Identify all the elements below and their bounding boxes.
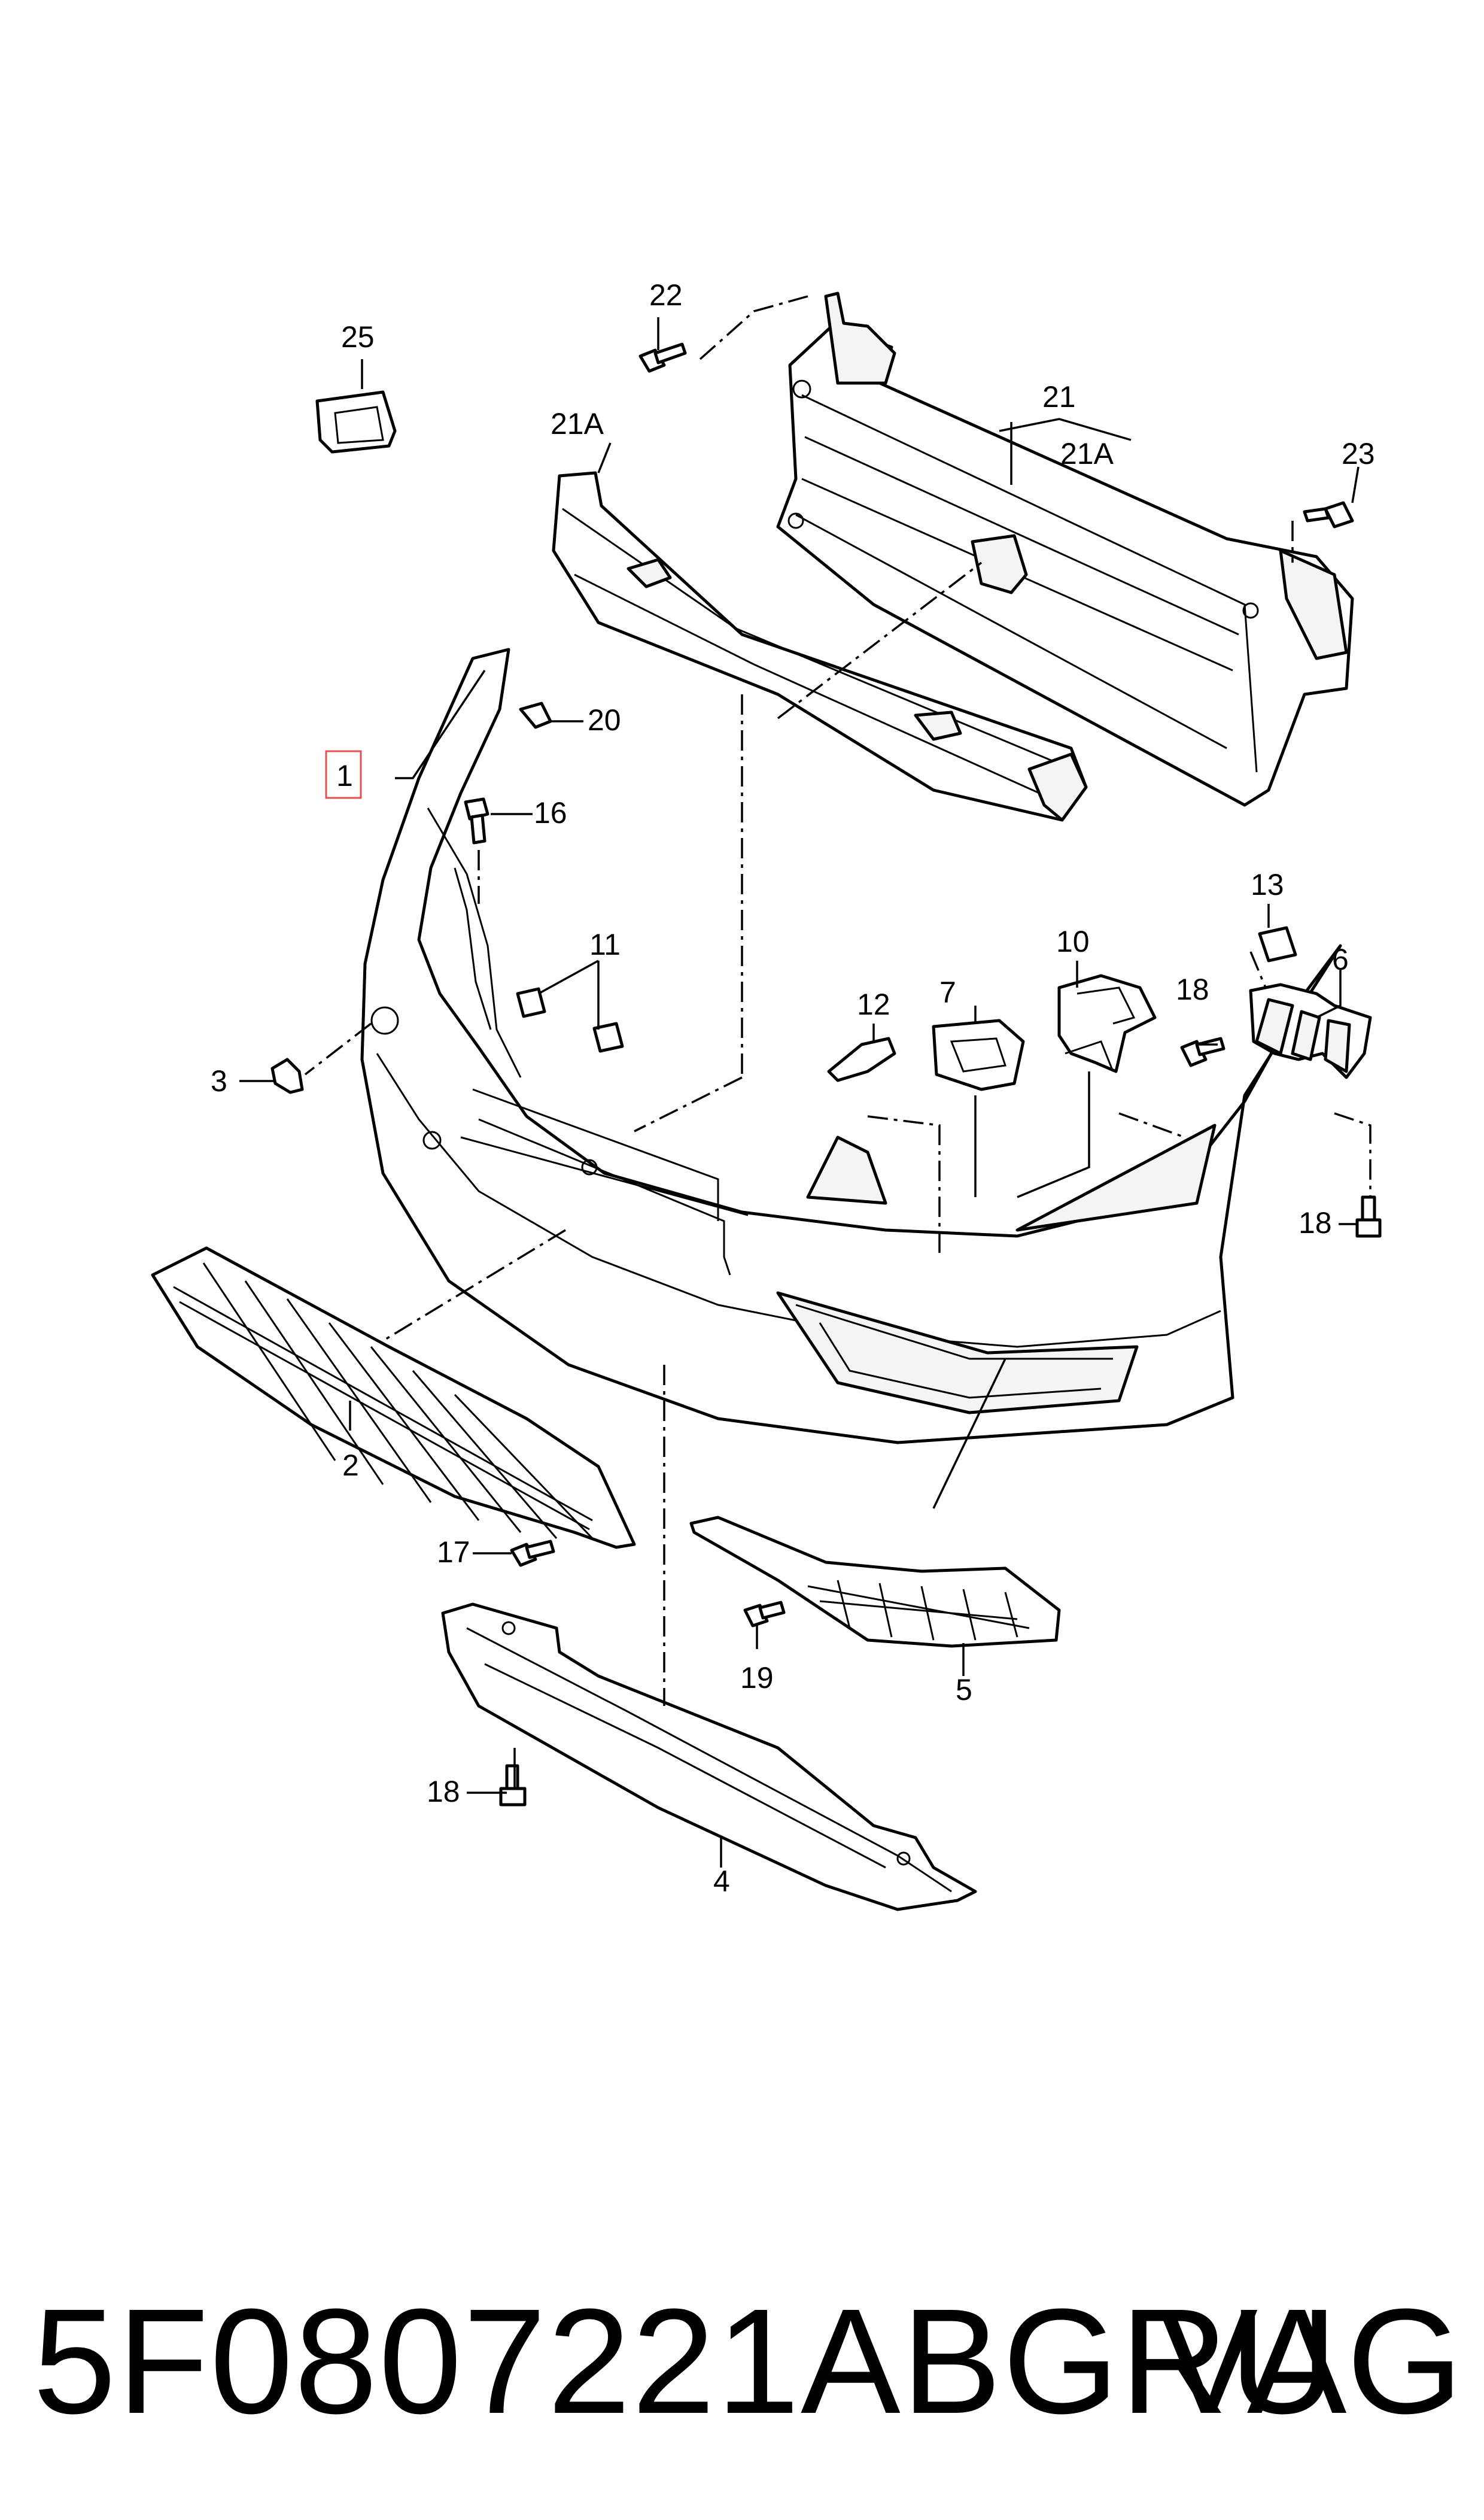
part-4-spoiler — [441, 1602, 977, 1911]
part-12-cap — [827, 1037, 896, 1082]
part-20-clip — [519, 702, 552, 729]
callout-25: 25 — [341, 320, 375, 354]
bolt-17 — [510, 1540, 555, 1567]
callout-12: 12 — [857, 988, 890, 1021]
callout-2: 2 — [342, 1449, 359, 1482]
callout-1: 1 — [336, 759, 353, 793]
part-13-clip — [1258, 926, 1297, 963]
callout-23: 23 — [1342, 437, 1375, 470]
callout-21: 21 — [1042, 380, 1076, 414]
leader-lines — [239, 317, 1360, 1868]
parts-diagram: 1 2 3 4 5 6 7 10 11 12 13 16 17 18 18 18… — [151, 278, 1382, 1911]
callout-21a-left: 21A — [551, 407, 604, 441]
callout-10: 10 — [1056, 925, 1090, 958]
callout-21a-right: 21A — [1060, 437, 1114, 470]
part-3-plug — [270, 1058, 304, 1094]
part-21a-absorber — [552, 471, 1088, 822]
bolt-23 — [1303, 501, 1354, 529]
callout-4: 4 — [713, 1865, 730, 1898]
callout-18-bottom: 18 — [427, 1775, 460, 1808]
part-25-clip — [315, 390, 397, 454]
assembly-lines — [304, 295, 1372, 1706]
callout-17: 17 — [437, 1535, 470, 1569]
callout-22: 22 — [649, 278, 683, 312]
callout-13: 13 — [1251, 868, 1284, 901]
callout-20: 20 — [588, 703, 621, 737]
callout-18-right: 18 — [1298, 1206, 1332, 1240]
footer: 5F0807221ABGRU VAG — [0, 2263, 1484, 2460]
callout-5: 5 — [956, 1673, 972, 1707]
callout-11: 11 — [589, 928, 621, 961]
callout-3: 3 — [211, 1064, 227, 1098]
part-2-lower-grille — [151, 1246, 636, 1549]
part-number: 5F0807221ABGRU — [33, 2278, 1339, 2445]
part-1-highlight-box — [325, 750, 362, 799]
brand-label: VAG — [1158, 2278, 1463, 2445]
callout-6: 6 — [1332, 943, 1349, 976]
bolt-22 — [638, 342, 687, 373]
bolt-19 — [743, 1601, 786, 1628]
callout-7: 7 — [939, 976, 956, 1009]
bolt-18-bottom — [499, 1764, 527, 1806]
part-7-cover — [932, 1019, 1025, 1091]
part-1-bumper-cover — [360, 648, 1342, 1444]
part-5-fog-grille — [689, 1516, 1061, 1648]
part-6-bracket — [1249, 983, 1372, 1079]
bolt-16 — [464, 797, 489, 845]
part-10-bracket — [1057, 974, 1157, 1073]
callout-labels: 1 2 3 4 5 6 7 10 11 12 13 16 17 18 18 18… — [211, 278, 1375, 1898]
bolt-18-top — [1180, 1037, 1225, 1067]
part-11-clips — [516, 987, 624, 1053]
bolt-18-right — [1355, 1195, 1382, 1238]
callout-19: 19 — [740, 1661, 774, 1695]
part-21-crossmember — [776, 292, 1354, 807]
callout-16: 16 — [534, 796, 567, 830]
callout-18-top: 18 — [1176, 973, 1209, 1006]
